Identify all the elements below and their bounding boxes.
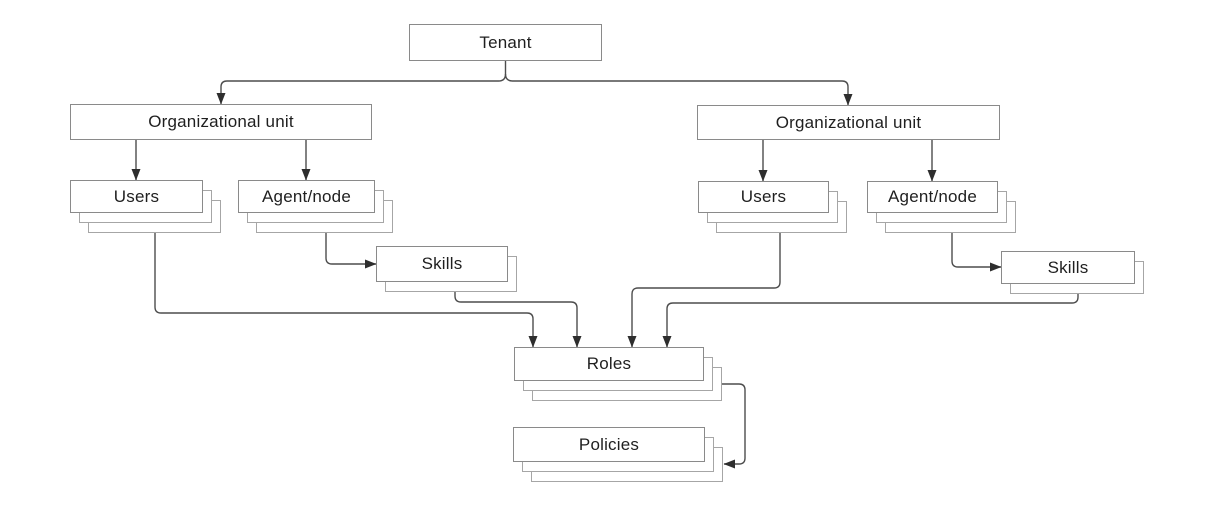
edge-skills-left-to-roles bbox=[454, 292, 582, 348]
edge-skills-right-to-roles bbox=[662, 294, 1079, 348]
skills-right-label: Skills bbox=[1047, 257, 1089, 277]
node-skills-left: Skills bbox=[376, 246, 517, 292]
roles-label: Roles bbox=[586, 354, 632, 373]
node-agent-node-left: Agent/node bbox=[238, 180, 393, 233]
policies-box: Policies bbox=[513, 427, 705, 462]
node-organizational-unit-left: Organizational unit bbox=[70, 104, 372, 140]
skills-left-box: Skills bbox=[376, 246, 508, 282]
node-users-left: Users bbox=[70, 180, 221, 233]
org-unit-right-box: Organizational unit bbox=[697, 105, 1000, 140]
edge-tenant-to-org-right bbox=[504, 73, 853, 106]
agent-node-left-box: Agent/node bbox=[238, 180, 375, 213]
org-unit-left-label: Organizational unit bbox=[148, 112, 294, 131]
node-organizational-unit-right: Organizational unit bbox=[697, 105, 1000, 140]
policies-label: Policies bbox=[578, 434, 640, 454]
node-users-right: Users bbox=[698, 181, 847, 233]
users-right-label: Users bbox=[740, 187, 787, 206]
tenant-label: Tenant bbox=[479, 32, 532, 52]
users-right-box: Users bbox=[698, 181, 829, 213]
agent-node-left-label: Agent/node bbox=[262, 186, 351, 206]
edge-roles-to-policies bbox=[722, 383, 746, 469]
users-left-label: Users bbox=[113, 186, 160, 206]
edge-agent-left-to-skills-left bbox=[325, 233, 377, 269]
users-left-box: Users bbox=[70, 180, 203, 213]
node-tenant: Tenant bbox=[409, 24, 602, 61]
node-roles: Roles bbox=[514, 347, 722, 401]
skills-left-label: Skills bbox=[421, 254, 463, 273]
edge-tenant-to-org-left bbox=[216, 73, 507, 105]
tenant-box: Tenant bbox=[409, 24, 602, 61]
skills-right-box: Skills bbox=[1001, 251, 1135, 284]
agent-node-right-box: Agent/node bbox=[867, 181, 998, 213]
roles-box: Roles bbox=[514, 347, 704, 381]
node-agent-node-right: Agent/node bbox=[867, 181, 1016, 233]
org-unit-right-label: Organizational unit bbox=[775, 112, 922, 132]
node-skills-right: Skills bbox=[1001, 251, 1144, 294]
edge-users-right-to-roles bbox=[627, 233, 781, 348]
agent-node-right-label: Agent/node bbox=[888, 187, 977, 206]
edge-agent-right-to-skills-right bbox=[951, 233, 1002, 272]
node-policies: Policies bbox=[513, 427, 723, 482]
org-unit-left-box: Organizational unit bbox=[70, 104, 372, 140]
